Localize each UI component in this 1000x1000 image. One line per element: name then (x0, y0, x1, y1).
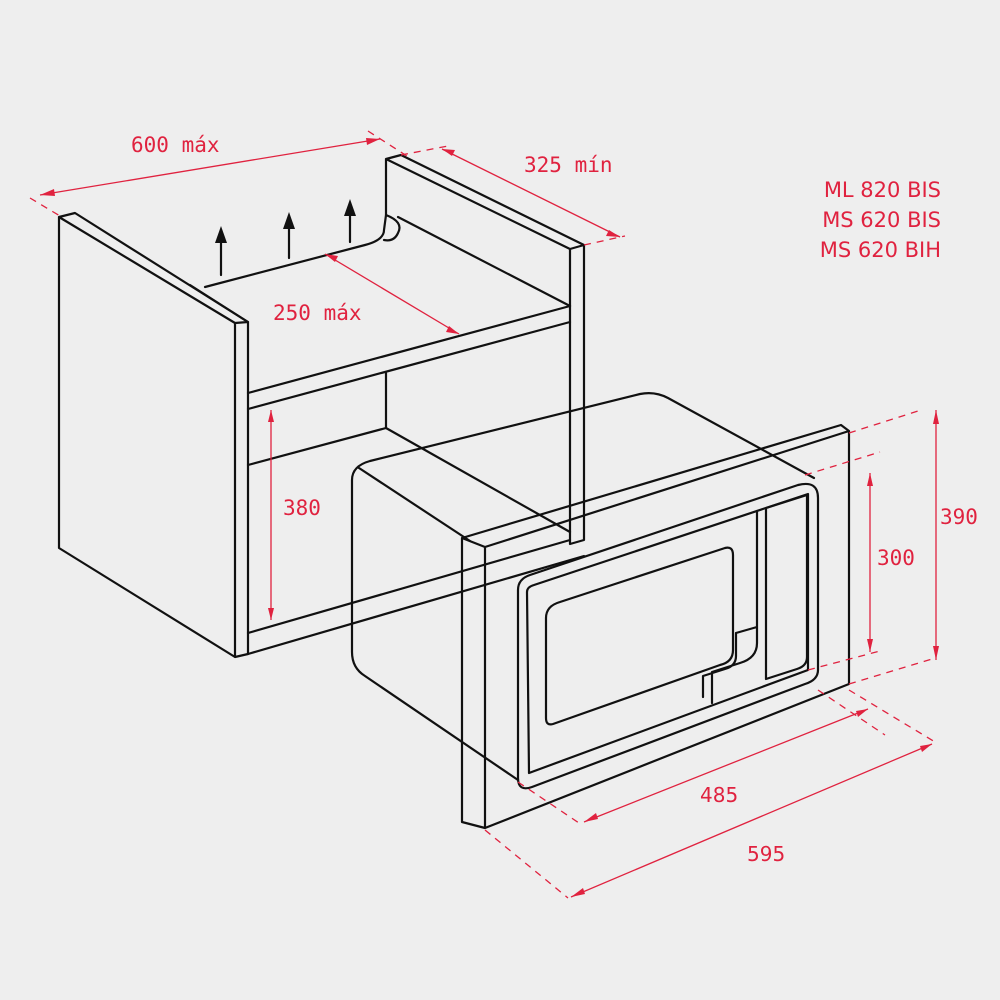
trim-frame (460, 423, 851, 830)
cabinet-left-panel (57, 211, 250, 659)
model-name: MS 620 BIS (822, 208, 941, 232)
up-arrow-icon (283, 212, 295, 229)
door-outer (516, 482, 820, 790)
dimension-label-niche-height: 380 (283, 496, 321, 520)
dimension-label-frame-width: 595 (747, 842, 785, 866)
shelf-front-bottom (246, 320, 572, 411)
microwave (350, 392, 851, 830)
niche-floor-right (384, 426, 572, 534)
up-arrow-icon (215, 226, 227, 243)
dimension-label-appliance-width: 485 (700, 783, 738, 807)
dimension-label-frame-height: 390 (940, 505, 978, 529)
dimension-label-shelf-depth: 250 máx (273, 301, 362, 325)
dimension-label-appliance-height: 300 (877, 546, 915, 570)
dimension-label-cabinet-depth: 325 mín (524, 153, 613, 177)
control-panel (764, 493, 809, 681)
shelf-front-top (246, 304, 572, 395)
up-arrow-icon (344, 199, 356, 216)
model-name: MS 620 BIH (820, 238, 941, 262)
shelf-top-left-edge (188, 283, 250, 324)
shelf-back-edge (203, 213, 401, 289)
cabinet (57, 153, 586, 659)
cabinet-right-panel (384, 153, 586, 546)
model-list: ML 820 BIS MS 620 BIS MS 620 BIH (820, 178, 941, 262)
shelf-top-right-edge (396, 215, 572, 308)
dimension-label-cabinet-width: 600 máx (131, 133, 220, 157)
dimension-lines (29, 130, 939, 899)
model-name: ML 820 BIS (824, 178, 941, 202)
microwave-body (350, 392, 816, 782)
control-panel-divider (701, 509, 759, 705)
ventilation-arrows (215, 199, 356, 277)
door-inner (525, 492, 810, 775)
cabinet-bottom (246, 538, 586, 656)
door-window (544, 546, 735, 726)
